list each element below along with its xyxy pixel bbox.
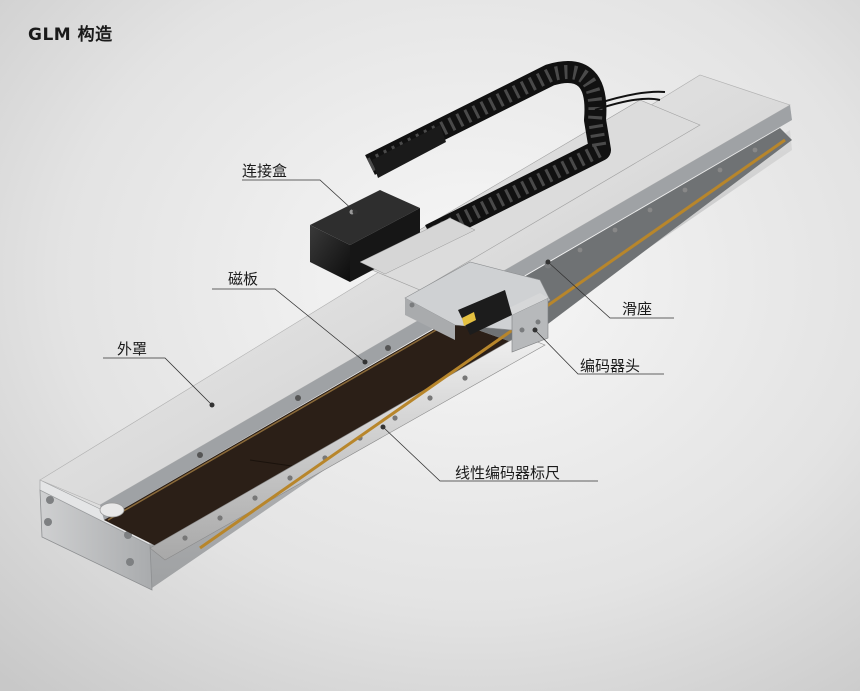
- label-linear-scale: 线性编码器标尺: [455, 464, 561, 482]
- endcap-hole: [46, 496, 54, 504]
- chain-bracket: [372, 125, 446, 178]
- guide-rail: [149, 334, 546, 561]
- leader-slider: [547, 261, 674, 319]
- leader-dots: [209, 209, 551, 430]
- cable: [595, 90, 666, 105]
- slider-carriage-front: [405, 298, 455, 340]
- leader-linear-scale: [382, 426, 598, 482]
- label-encoder-head: 编码器头: [580, 357, 641, 375]
- far-rail-holes: [577, 147, 758, 253]
- slider-hole: [535, 319, 541, 325]
- label-cover: 外罩: [117, 340, 148, 358]
- junction-box-front: [310, 225, 350, 282]
- label-magnet-plate: 磁板: [228, 270, 259, 288]
- leader-junction-box: [242, 179, 356, 213]
- guide-rail-holes: [182, 375, 468, 541]
- diagram-title: GLM 构造: [28, 25, 113, 45]
- leader-cover: [103, 357, 213, 406]
- magnet-plate-holes: [197, 345, 391, 458]
- linear-encoder-scale: [199, 138, 786, 550]
- slider-hole: [519, 327, 525, 333]
- end-roller: [99, 502, 125, 518]
- leader-lines: [103, 179, 674, 482]
- bearing-block: [458, 290, 512, 335]
- leader-magnet-plate: [212, 288, 366, 363]
- cable: [594, 97, 661, 111]
- endcap-hole: [44, 518, 52, 526]
- junction-box-top: [310, 190, 420, 245]
- magnet-plate-edge: [107, 321, 451, 521]
- label-junction-box: 连接盒: [242, 162, 288, 180]
- leader-encoder-head: [534, 329, 664, 375]
- label-slider: 滑座: [622, 300, 653, 318]
- magnet-plate: [104, 320, 520, 548]
- junction-box-mount: [359, 217, 476, 275]
- bearing-block-label: [462, 312, 476, 326]
- endcap-hole: [126, 558, 134, 566]
- cable-chain: [365, 61, 611, 245]
- encoder-head-top: [505, 293, 548, 315]
- slider-hole: [409, 302, 415, 308]
